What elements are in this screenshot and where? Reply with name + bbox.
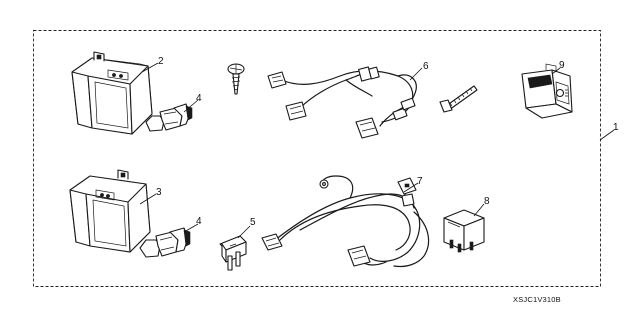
kit-boundary <box>33 30 601 287</box>
callout-bulb-lower: 4 <box>196 216 202 227</box>
callout-fog-light-right: 3 <box>156 187 162 198</box>
callout-fuse: 5 <box>250 217 256 228</box>
callout-numbers: 1 2 3 4 4 5 6 7 8 9 <box>156 56 619 228</box>
callout-bulb-upper: 4 <box>196 93 202 104</box>
fog-light-housing-3 <box>69 169 151 253</box>
cable-tie <box>439 85 478 113</box>
diagram-code: XSJC1V310B <box>513 295 561 304</box>
callout-fog-light-left: 2 <box>158 56 164 67</box>
bulb-4-upper <box>145 103 193 132</box>
sub-harness-6 <box>267 66 417 139</box>
fog-light-housing-2 <box>71 51 153 135</box>
callout-relay: 8 <box>484 196 490 207</box>
main-harness-7 <box>261 175 430 268</box>
screw <box>227 63 245 95</box>
callout-main-harness: 7 <box>417 176 423 187</box>
leader-lines <box>139 62 615 239</box>
callout-switch: 9 <box>559 60 565 71</box>
fuse-5 <box>219 235 247 271</box>
callout-kit: 1 <box>613 122 619 133</box>
bulb-4-lower <box>139 227 191 258</box>
relay-8 <box>443 209 485 253</box>
fog-light-switch-9 <box>521 63 573 119</box>
callout-sub-harness: 6 <box>423 61 429 72</box>
